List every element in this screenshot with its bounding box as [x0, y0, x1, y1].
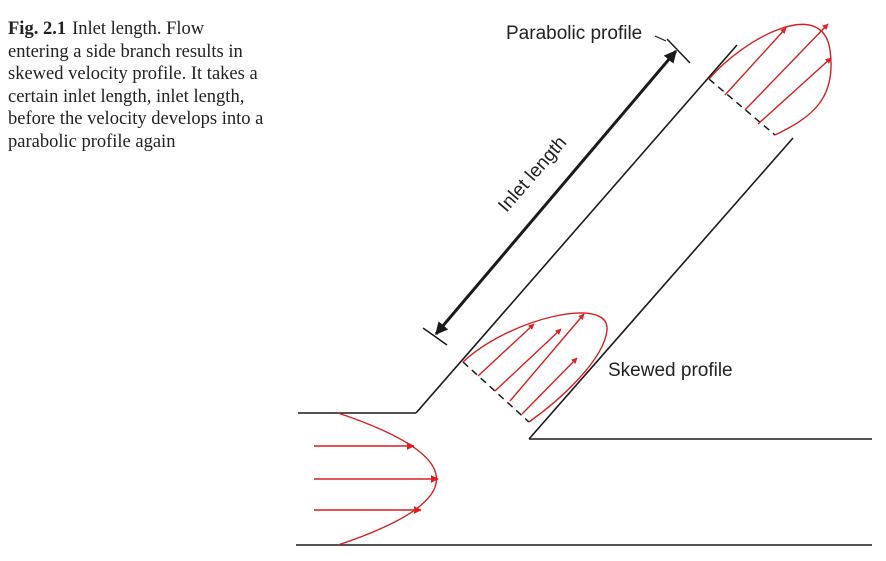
inlet-length-label: Inlet length [494, 132, 571, 216]
parabolic-velocity-profile [708, 23, 832, 136]
figure-number: Fig. 2.1 [8, 19, 67, 39]
skewed-arrow-4 [521, 357, 578, 415]
parabolic-arrow-1 [724, 27, 787, 96]
dimension-tick-top [666, 38, 691, 64]
inlet-velocity-profile [314, 412, 439, 546]
pipe-walls [296, 44, 872, 546]
parabolic-profile-label: Parabolic profile [506, 23, 642, 44]
skewed-profile-curve [462, 312, 608, 423]
skewed-velocity-profile [462, 312, 608, 423]
parabolic-label-leader [654, 35, 667, 42]
caption-text: Inlet length. Flow entering a side branc… [8, 19, 264, 152]
skewed-arrow-2 [494, 328, 562, 392]
parabolic-profile-baseline [708, 78, 776, 136]
parabolic-profile-curve [708, 23, 832, 136]
inlet-length-dimension [422, 35, 691, 346]
skewed-profile-baseline [462, 361, 530, 423]
skewed-profile-label: Skewed profile [608, 360, 733, 381]
parabolic-arrow-2 [744, 23, 829, 111]
parabolic-arrow-3 [757, 57, 832, 125]
branch-lower-wall [528, 137, 794, 440]
inlet-length-arrow [434, 50, 678, 335]
dimension-tick-bottom [422, 327, 448, 346]
